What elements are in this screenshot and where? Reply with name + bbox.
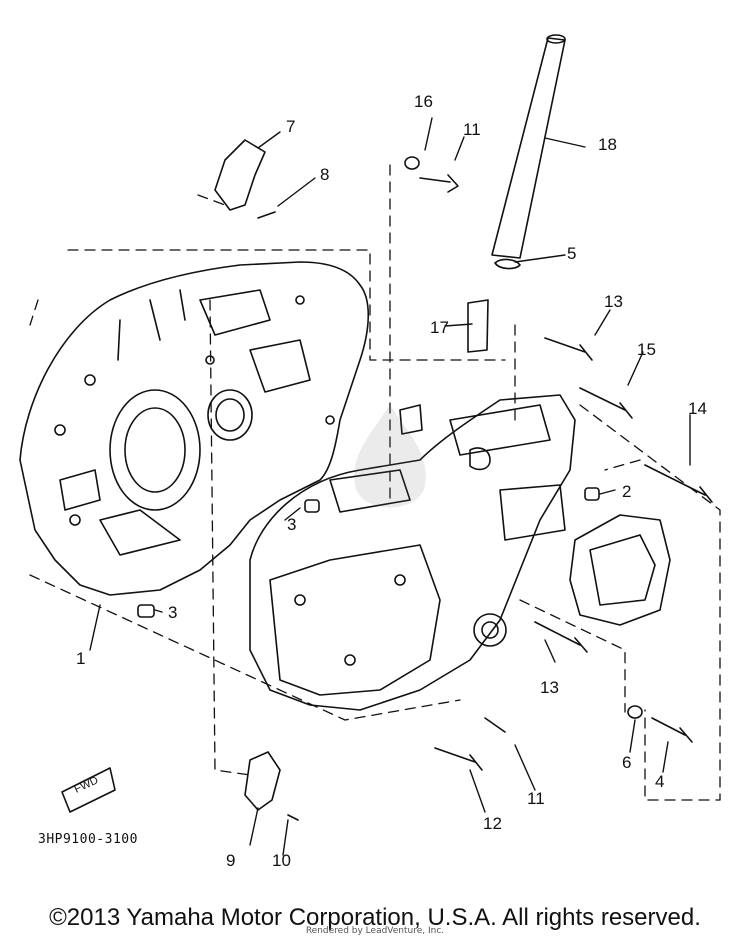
fwd-arrow: [61, 767, 116, 813]
render-credit: Rendered by LeadVenture, Inc.: [305, 926, 445, 936]
callout-11: 11: [463, 120, 481, 139]
callout-9: 9: [226, 851, 236, 870]
callout-11: 11: [527, 789, 545, 808]
crankcase-left-half: [19, 261, 370, 596]
callout-16: 16: [414, 92, 433, 111]
callout-12: 12: [483, 814, 502, 833]
fitting: [467, 299, 489, 353]
copyright-notice: ©2013 Yamaha Motor Corporation, U.S.A. A…: [49, 904, 701, 931]
callout-15: 15: [637, 340, 656, 359]
callout-7: 7: [286, 117, 296, 136]
callout-3: 3: [287, 515, 297, 534]
callout-1: 1: [76, 649, 86, 668]
callout-4: 4: [655, 772, 665, 791]
callout-3: 3: [168, 603, 178, 622]
washer: [404, 156, 420, 170]
callout-13: 13: [540, 678, 559, 697]
bolts: [257, 174, 713, 821]
callout-18: 18: [598, 135, 617, 154]
callout-14: 14: [688, 399, 707, 418]
diagram-code: 3HP9100-3100: [38, 832, 138, 847]
callout-17: 17: [430, 318, 449, 337]
watermark-logo: [354, 405, 426, 508]
breather-tube: [491, 34, 566, 259]
bracket-upper: [214, 139, 266, 211]
clip: [494, 258, 521, 270]
assembly-dashed-lines: [29, 164, 721, 801]
callout-5: 5: [567, 244, 577, 263]
dowel-pin: [304, 499, 320, 513]
crankcase-exploded-diagram: [19, 34, 721, 856]
callout-10: 10: [272, 851, 291, 870]
side-cover: [569, 514, 671, 626]
dowel-pin: [584, 487, 600, 501]
leader-lines: [89, 117, 691, 856]
callout-13: 13: [604, 292, 623, 311]
dowel-pin: [137, 604, 155, 618]
bracket-lower: [244, 751, 281, 811]
nut: [627, 705, 643, 719]
callout-8: 8: [320, 165, 330, 184]
callout-2: 2: [622, 482, 632, 501]
callout-6: 6: [622, 753, 632, 772]
crankcase-right-half: [249, 394, 576, 711]
